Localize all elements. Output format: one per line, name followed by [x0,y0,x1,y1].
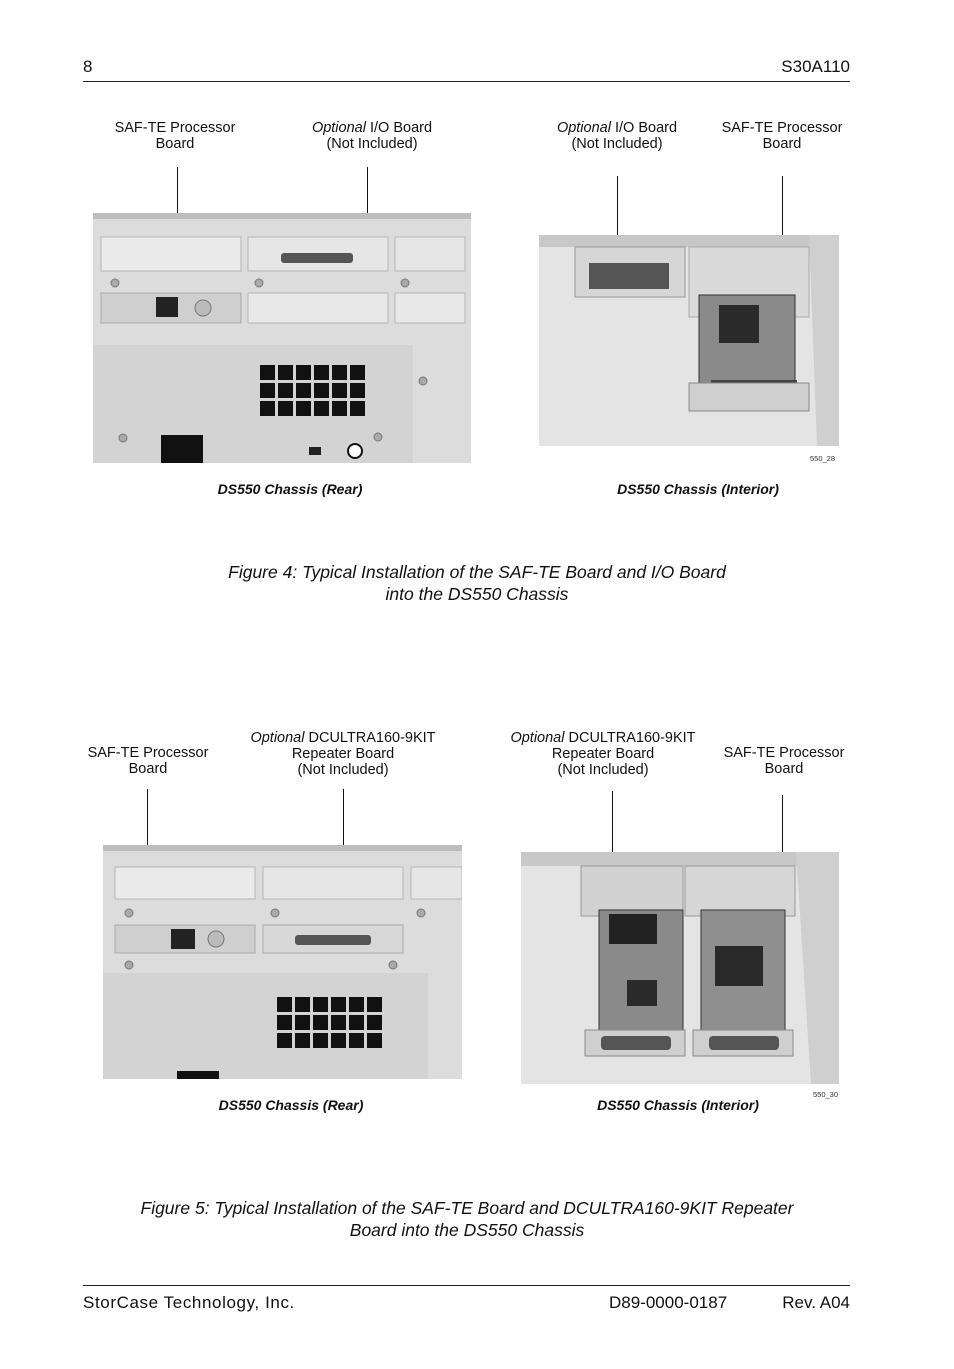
fig4-rear-caption: DS550 Chassis (Rear) [217,481,363,497]
rear-chassis-illustration [93,213,471,463]
fig4-image-id: 550_28 [810,454,836,463]
fig5-rear-label-saf-te: SAF-TE Processor Board [87,745,209,777]
fig5-rear-label-repeater-board: Optional DCULTRA160-9KIT Repeater Board … [250,730,436,778]
interior-chassis-illustration-2 [521,852,839,1084]
header-rule [83,81,850,82]
fig5-image-id: 550_30 [813,1090,839,1099]
fig5-rear-leader-left [147,789,148,847]
footer-doc-number: D89-0000-0187 [609,1293,728,1312]
fig4-interior-leader-right [782,176,783,254]
fig5-interior-leader-right [782,795,783,892]
fig5-interior-label-saf-te: SAF-TE Processor Board [723,745,845,777]
fig4-rear-label-io-board: Optional I/O Board (Not Included) [311,120,433,152]
fig4-rear-leader-left [177,167,178,215]
fig4-rear-leader-right [367,167,368,215]
footer-rule [83,1285,850,1286]
figure5-caption: Figure 5: Typical Installation of the SA… [140,1198,794,1240]
fig5-interior-caption: DS550 Chassis (Interior) [597,1097,759,1113]
fig4-interior-chassis-photo [539,235,839,446]
fig5-interior-leader-left [612,791,613,892]
footer-company: StorCase Technology, Inc. [83,1293,295,1312]
page-number: 8 [83,57,93,76]
fig4-interior-caption: DS550 Chassis (Interior) [617,481,779,497]
fig4-rear-chassis-photo [93,213,471,463]
fig4-interior-label-io-board: Optional I/O Board (Not Included) [556,120,678,152]
fig4-rear-label-saf-te: SAF-TE Processor Board [114,120,236,152]
fig5-rear-leader-right [343,789,344,847]
footer-revision: Rev. A04 [782,1293,850,1312]
figure4-caption: Figure 4: Typical Installation of the SA… [228,562,726,604]
document-code: S30A110 [781,57,850,76]
fig4-interior-label-saf-te: SAF-TE Processor Board [721,120,843,152]
fig5-rear-caption: DS550 Chassis (Rear) [218,1097,364,1113]
fig4-interior-leader-left [617,176,618,254]
fig5-rear-chassis-photo [103,845,462,1079]
fig5-interior-label-repeater-board: Optional DCULTRA160-9KIT Repeater Board … [510,730,696,778]
interior-chassis-illustration [539,235,839,446]
fig5-interior-chassis-photo [521,852,839,1084]
rear-chassis-illustration-2 [103,845,462,1079]
